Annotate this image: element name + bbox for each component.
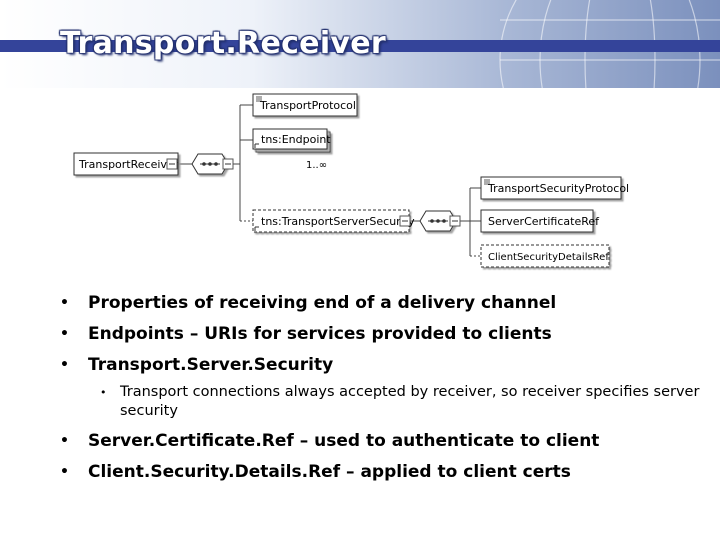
bullet-glyph: • [60,433,69,449]
client-security-details-ref-node: ClientSecurityDetailsRef [480,244,610,268]
slide-title: Transport.Receiver [60,26,386,61]
bullet-list: •Properties of receiving end of a delive… [60,292,700,492]
svg-text:tns:Endpoint: tns:Endpoint [261,133,331,146]
svg-text:1..∞: 1..∞ [306,160,327,171]
bullet-item: •Client.Security.Details.Ref – applied t… [60,462,571,482]
bullet-item: •Transport.Server.Security [60,355,334,375]
sequence-compositor-icon [191,153,229,175]
globe-icon [499,0,720,88]
svg-text:TransportSecurityProtocol: TransportSecurityProtocol [487,182,629,195]
svg-text:ClientSecurityDetailsRef: ClientSecurityDetailsRef [488,252,609,263]
sub-bullet-item: •Transport connections always accepted b… [100,384,700,419]
bullet-item: •Server.Certificate.Ref – used to authen… [60,431,600,451]
svg-text:ServerCertificateRef: ServerCertificateRef [488,215,600,228]
transport-server-security-node: tns:TransportServerSecurity [252,209,415,233]
bullet-glyph: • [60,295,69,311]
bullet-item: •Properties of receiving end of a delive… [60,293,557,313]
bullet-glyph: • [100,386,107,399]
transport-security-protocol-node: TransportSecurityProtocol [480,176,629,200]
schema-diagram: TransportReceiver TransportProtocol tns:… [73,93,629,268]
bullet-glyph: • [60,326,69,342]
transport-receiver-node: TransportReceiver [73,152,179,176]
title-header: Transport.Receiver [0,0,720,88]
bullet-glyph: • [60,357,69,373]
sequence-compositor-icon [419,210,457,232]
bullet-glyph: • [60,464,69,480]
svg-text:TransportProtocol: TransportProtocol [259,99,356,112]
title-band [0,40,720,52]
transport-protocol-node: TransportProtocol [252,93,358,117]
endpoint-node: tns:Endpoint 1..∞ [252,128,331,171]
svg-text:TransportReceiver: TransportReceiver [78,158,179,171]
diagram-connectors [178,104,481,257]
bullet-item: •Endpoints – URIs for services provided … [60,324,552,344]
server-certificate-ref-node: ServerCertificateRef [480,209,600,233]
svg-text:tns:TransportServerSecurity: tns:TransportServerSecurity [261,215,415,228]
